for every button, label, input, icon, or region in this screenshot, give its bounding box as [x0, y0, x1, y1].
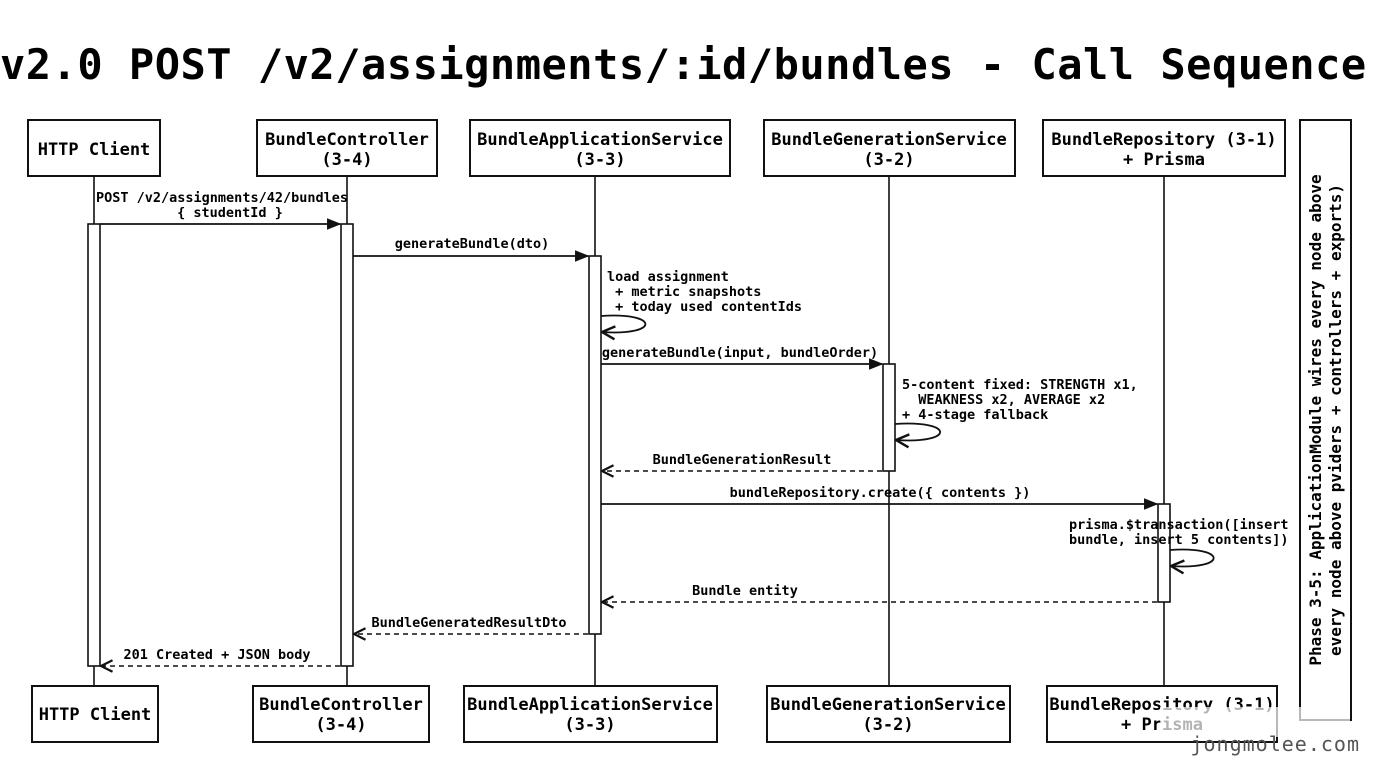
activation-controller [340, 223, 354, 667]
note-content-line2: WEAKNESS x2, AVERAGE x2 [902, 392, 1105, 408]
participant-appservice-bottom: BundleApplicationService (3-3) [463, 685, 718, 743]
note-transaction-line2: bundle, insert 5 contents]) [1069, 532, 1288, 548]
note-transaction-line1: prisma.$transaction([insert [1069, 517, 1288, 533]
participant-label: BundleApplicationService [477, 130, 723, 150]
participant-controller-bottom: BundleController (3-4) [252, 685, 430, 743]
participant-genservice-top: BundleGenerationService (3-2) [763, 119, 1016, 177]
participant-label: BundleController [265, 130, 429, 150]
participant-sublabel: (3-4) [315, 715, 366, 735]
activation-client [87, 223, 101, 667]
page-title: v2.0 POST /v2/assignments/:id/bundles - … [0, 40, 1367, 89]
arrow-self-content [895, 422, 942, 441]
activation-genservice [882, 363, 896, 472]
activation-repository [1157, 503, 1171, 603]
note-load-line2: + metric snapshots [607, 284, 761, 300]
participant-repository-top: BundleRepository (3-1) + Prisma [1042, 119, 1286, 177]
participant-sublabel: (3-2) [862, 715, 913, 735]
side-note-line1: Phase 3-5: ApplicationModule wires every… [1306, 174, 1325, 665]
participant-label: BundleApplicationService [467, 695, 713, 715]
message-repo-create: bundleRepository.create({ contents }) [730, 485, 1031, 501]
message-post-line1: POST /v2/assignments/42/bundles [96, 190, 348, 206]
watermark-backdrop [1160, 707, 1350, 737]
arrow-self-transaction [1170, 548, 1215, 567]
participant-label: BundleRepository (3-1) [1051, 130, 1276, 150]
participant-sublabel: (3-3) [574, 150, 625, 170]
participant-label: BundleGenerationService [771, 130, 1006, 150]
message-bundle-entity: Bundle entity [692, 583, 798, 599]
participant-label: HTTP Client [38, 140, 151, 160]
participant-appservice-top: BundleApplicationService (3-3) [469, 119, 731, 177]
message-generate-bundle-input: generateBundle(input, bundleOrder) [602, 345, 878, 361]
note-load-line1: load assignment [607, 269, 729, 285]
participant-sublabel: (3-4) [321, 150, 372, 170]
watermark: jongmolee.com [1190, 732, 1360, 756]
side-note-line2: every node above pviders + controllers +… [1326, 184, 1345, 656]
side-note: Phase 3-5: ApplicationModule wires every… [1299, 119, 1352, 721]
participant-label: BundleController [259, 695, 423, 715]
message-created-response: 201 Created + JSON body [124, 647, 311, 663]
participant-label: BundleGenerationService [770, 695, 1005, 715]
participant-controller-top: BundleController (3-4) [256, 119, 438, 177]
participant-sublabel: + Prisma [1123, 150, 1205, 170]
note-load-line3: + today used contentIds [607, 299, 802, 315]
participant-sublabel: (3-3) [564, 715, 615, 735]
arrow-self-load [601, 314, 647, 333]
note-content-line1: 5-content fixed: STRENGTH x1, [902, 377, 1138, 393]
participant-genservice-bottom: BundleGenerationService (3-2) [766, 685, 1011, 743]
message-result-dto: BundleGeneratedResultDto [371, 615, 566, 631]
participant-client-top: HTTP Client [27, 119, 161, 177]
participant-sublabel: (3-2) [863, 150, 914, 170]
activation-appservice [588, 255, 602, 635]
note-content-line3: + 4-stage fallback [902, 407, 1048, 423]
message-generation-result: BundleGenerationResult [653, 452, 832, 468]
participant-label: HTTP Client [39, 705, 152, 725]
message-post-line2: { studentId } [177, 205, 283, 221]
message-generate-bundle-dto: generateBundle(dto) [395, 236, 549, 252]
participant-client-bottom: HTTP Client [31, 685, 159, 743]
